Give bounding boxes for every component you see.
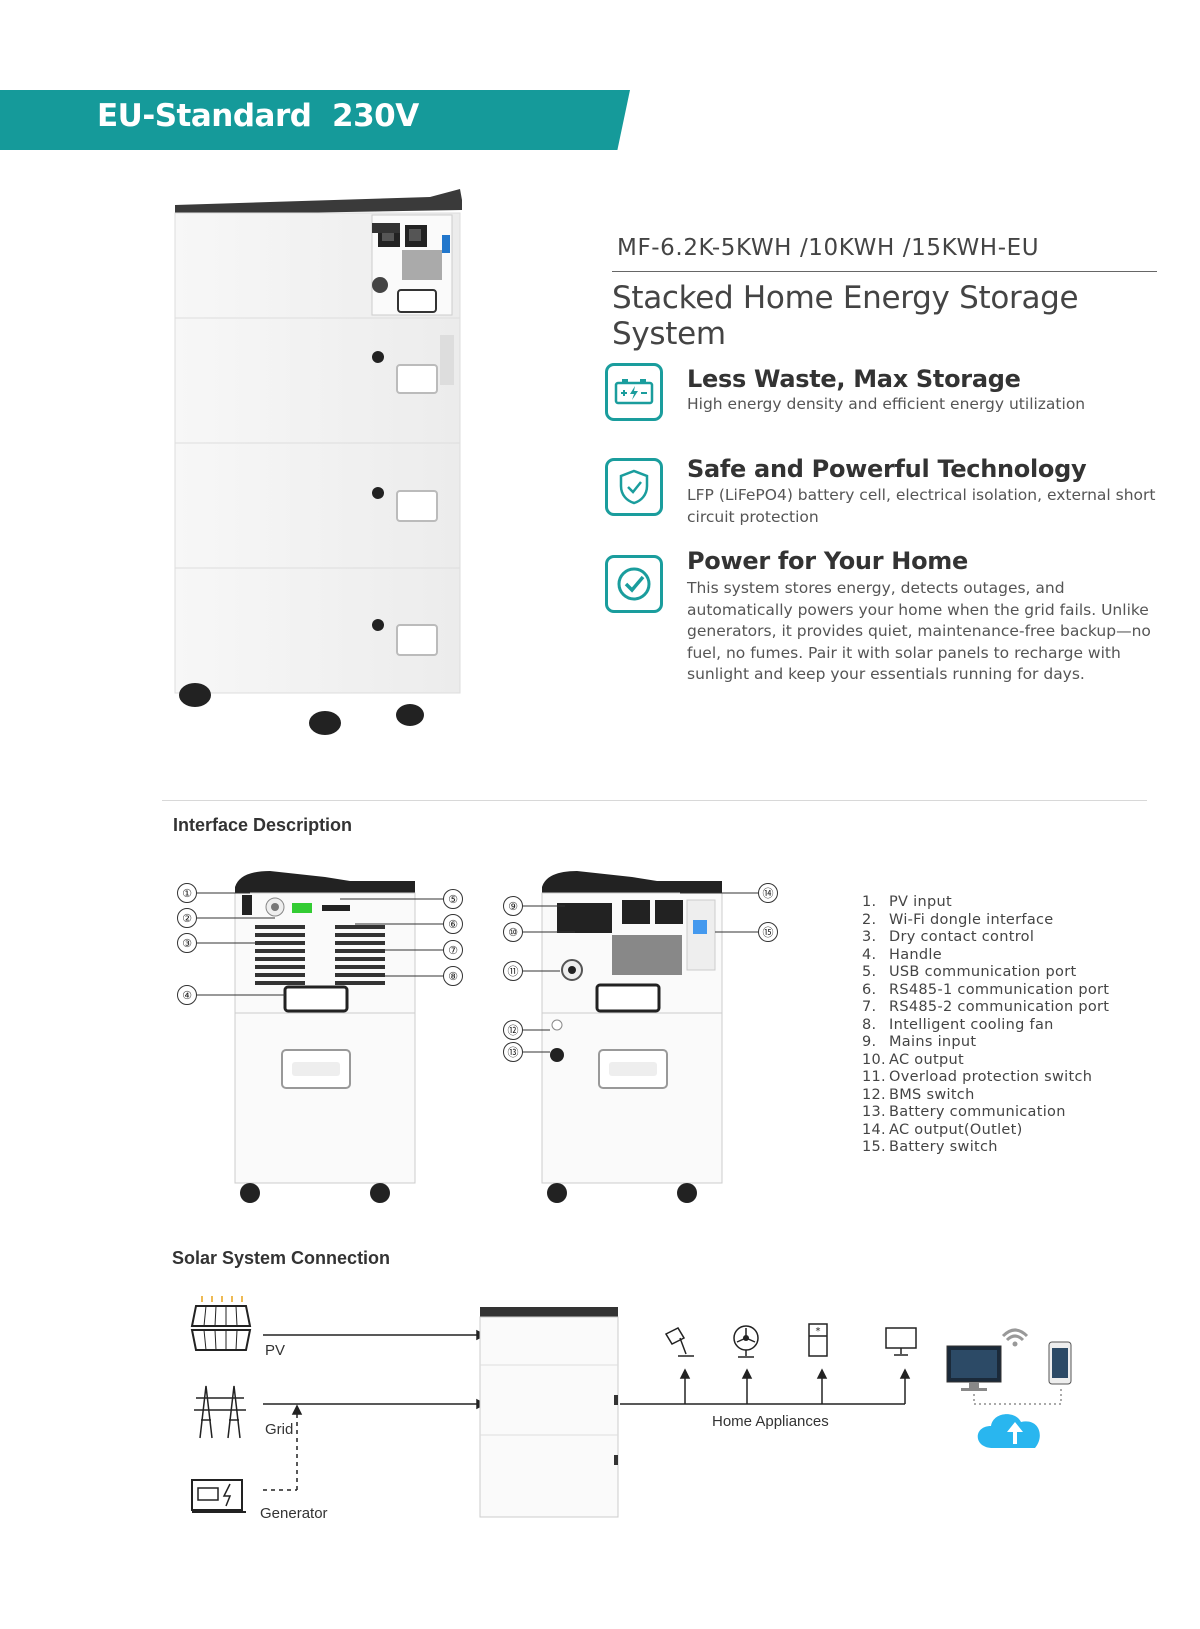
callout: ⑦ (443, 940, 463, 960)
list-item: 13.Battery communication (862, 1104, 1066, 1120)
callout: ③ (177, 933, 197, 953)
callout: ① (177, 883, 197, 903)
list-item: 12.BMS switch (862, 1086, 975, 1103)
callout: ④ (177, 985, 197, 1005)
monitoring-icons (946, 1328, 1072, 1448)
banner-title: EU-Standard 230V (97, 98, 419, 134)
callout: ⑫ (503, 1020, 523, 1040)
feature-title: Safe and Powerful Technology (687, 455, 1087, 483)
header-banner (0, 90, 630, 150)
callout: ② (177, 908, 197, 928)
list-item: 4.Handle (862, 946, 942, 963)
interface-title: Interface Description (173, 815, 353, 835)
generator-label: Generator (260, 1505, 328, 1522)
list-item: 7.RS485-2 communication port (862, 999, 1110, 1015)
feature-title: Less Waste, Max Storage (687, 365, 1021, 393)
callout: ⑧ (443, 966, 463, 986)
callout: ⑪ (503, 961, 523, 981)
monitor-icon (885, 1327, 917, 1356)
generator-icon (191, 1479, 246, 1513)
list-item: 11.Overload protection switch (862, 1069, 1093, 1085)
solar-panel-icon (190, 1296, 252, 1351)
svg-text:*: * (816, 1326, 821, 1337)
connection-lines (263, 1329, 911, 1491)
list-item: 1.PV input (862, 894, 952, 910)
back-view-drawing (541, 871, 723, 1203)
battery-icon (605, 363, 663, 421)
callout: ⑥ (443, 914, 463, 934)
feature-desc: High energy density and efficient energy… (687, 395, 1086, 413)
callout-leaders (197, 892, 443, 996)
list-item: 5.USB communication port (862, 964, 1077, 980)
fan-icon (733, 1325, 759, 1358)
callout-leaders-right (523, 892, 758, 1053)
checkmark-icon (605, 555, 663, 613)
callout: ⑬ (503, 1042, 523, 1062)
callout: ⑨ (503, 896, 523, 916)
shield-check-icon (605, 458, 663, 516)
list-item: 6.RS485-1 communication port (862, 981, 1110, 998)
connection-title: Solar System Connection (172, 1248, 391, 1268)
feature-desc: This system stores energy, detects outag… (687, 579, 1151, 683)
list-item: 10.AC output (862, 1051, 964, 1068)
list-item: 3.Dry contact control (862, 929, 1035, 945)
refrigerator-icon: * (808, 1323, 828, 1357)
storage-unit-icon (479, 1307, 619, 1518)
callout: ⑩ (503, 922, 523, 942)
section-divider (162, 800, 1147, 801)
list-item: 8.Intelligent cooling fan (862, 1016, 1054, 1033)
model-number: MF-6.2K-5KWH /10KWH /15KWH-EU (617, 235, 1040, 261)
list-item: 9.Mains input (862, 1034, 977, 1050)
list-item: 14.AC output(Outlet) (862, 1121, 1023, 1138)
grid-label: Grid (265, 1421, 294, 1438)
feature-desc: LFP (LiFePO4) battery cell, electrical i… (687, 486, 1156, 526)
divider (612, 271, 1157, 272)
home-appliances-label: Home Appliances (712, 1413, 829, 1430)
list-item: 15.Battery switch (862, 1139, 998, 1155)
power-tower-icon (194, 1385, 246, 1439)
list-item: 2.Wi-Fi dongle interface (862, 911, 1054, 928)
front-view-drawing (234, 871, 416, 1203)
callout: ⑮ (758, 922, 778, 942)
product-illustration (174, 189, 462, 735)
lamp-icon (664, 1327, 694, 1357)
callout: ⑭ (758, 883, 778, 903)
product-subtitle: Stacked Home Energy Storage System (612, 280, 1079, 352)
callout: ⑤ (443, 889, 463, 909)
interface-list: 1.PV input 2.Wi-Fi dongle interface 3.Dr… (862, 894, 1109, 1157)
feature-title: Power for Your Home (687, 547, 968, 575)
pv-label: PV (265, 1342, 286, 1359)
